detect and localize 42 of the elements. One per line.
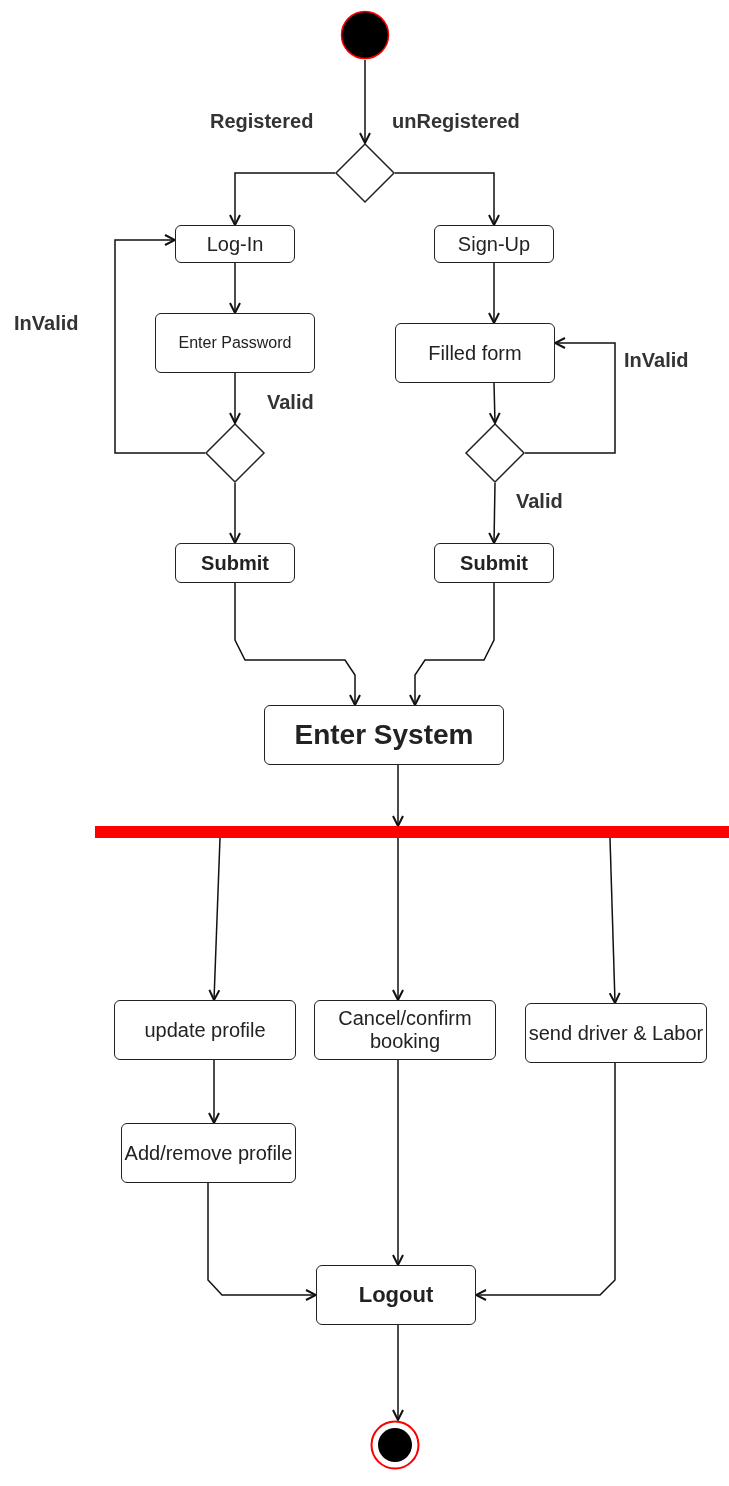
arrow bbox=[392, 837, 404, 1001]
arrow bbox=[488, 382, 501, 424]
fork-bar bbox=[95, 826, 729, 838]
arrow bbox=[524, 337, 616, 454]
arrow bbox=[229, 372, 241, 424]
activity-box: Enter Password bbox=[155, 313, 315, 373]
arrow bbox=[208, 1059, 220, 1124]
arrow bbox=[359, 59, 371, 144]
activity-box: update profile bbox=[114, 1000, 296, 1060]
activity-box: Submit bbox=[175, 543, 295, 583]
arrow bbox=[207, 1182, 317, 1301]
end-node bbox=[370, 1420, 420, 1470]
arrow bbox=[392, 1324, 404, 1421]
arrow bbox=[608, 837, 621, 1004]
arrow bbox=[392, 764, 404, 827]
arrow bbox=[392, 1059, 404, 1266]
arrow bbox=[475, 1062, 616, 1301]
activity-box: Logout bbox=[316, 1265, 476, 1325]
activity-box: Filled form bbox=[395, 323, 555, 383]
activity-box: Add/remove profile bbox=[121, 1123, 296, 1183]
start-node bbox=[340, 10, 390, 60]
activity-box: Enter System bbox=[264, 705, 504, 765]
decision-diamond bbox=[465, 423, 525, 483]
edge-label: Registered bbox=[208, 110, 316, 133]
arrow bbox=[229, 262, 241, 314]
arrow bbox=[114, 234, 206, 454]
activity-box: Cancel/confirm booking bbox=[314, 1000, 496, 1060]
arrow bbox=[208, 837, 221, 1001]
arrow bbox=[488, 482, 501, 544]
decision-diamond bbox=[205, 423, 265, 483]
arrow bbox=[234, 582, 361, 706]
edge-label: unRegistered bbox=[390, 110, 522, 133]
arrow bbox=[229, 482, 241, 544]
activity-box: Submit bbox=[434, 543, 554, 583]
activity-box: Log-In bbox=[175, 225, 295, 263]
decision-diamond bbox=[335, 143, 395, 203]
arrow bbox=[488, 262, 500, 324]
arrow bbox=[409, 582, 495, 706]
activity-box: Sign-Up bbox=[434, 225, 554, 263]
arrow bbox=[394, 172, 500, 226]
activity-box: send driver & Labor bbox=[525, 1003, 707, 1063]
arrow bbox=[229, 172, 336, 226]
